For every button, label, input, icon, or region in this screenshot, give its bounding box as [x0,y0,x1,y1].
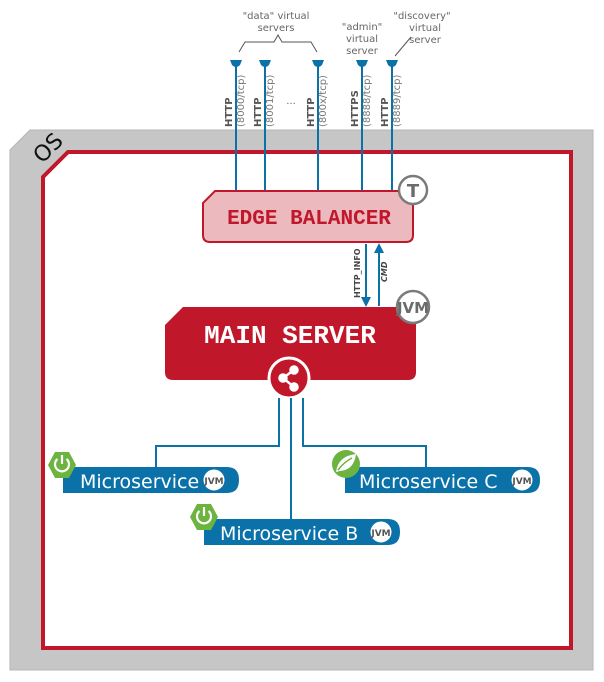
socket-icon[interactable] [386,60,398,67]
annotation-discovery-server: "discovery" virtual server [393,11,451,57]
connector-c [302,398,427,468]
microservice-a[interactable]: Microservice A JVM [48,452,239,493]
jvm-badge: JVM [395,289,431,325]
endpoint-protocol: HTTP [253,97,264,127]
endpoint-lines [235,62,393,192]
endpoint-protocol: HTTP [306,97,317,127]
endpoint-protocol: HTTPS [350,90,361,127]
jvm-badge: JVM [510,468,534,492]
endpoint-sockets [230,60,398,67]
microservice-a-label: Microservice A [80,471,218,493]
connector-a [155,398,280,468]
share-icon[interactable] [267,356,311,400]
endpoint-port: (8889/tcp) [392,75,403,127]
jvm-badge-label: JVM [370,529,390,539]
socket-icon[interactable] [312,60,324,67]
tomcat-badge: T [397,174,429,206]
socket-icon[interactable] [230,60,242,67]
microservice-b[interactable]: Microservice B JVM [190,504,400,545]
endpoint-port: (8000/tcp) [236,75,247,127]
annotation-admin-server: "admin" virtual server [342,22,383,57]
endpoint-port: (800x/tcp) [318,75,329,127]
annotation-line: virtual [346,34,378,45]
cmd-label: CMD [380,261,389,282]
microservice-c-label: Microservice C [359,471,498,493]
main-server-label: MAIN SERVER [204,321,376,351]
edge-balancer-label: EDGE BALANCER [227,208,391,231]
ellipsis: ... [286,96,296,107]
discovery-pointer [394,36,412,57]
data-servers-bracket [238,33,318,53]
annotation-data-servers: "data" virtual servers [238,11,318,53]
endpoint-port: (8001/tcp) [265,75,276,127]
edge-main-links: HTTP_INFO CMD [353,243,389,307]
jvm-badge-label: JVM [396,299,429,317]
socket-icon[interactable] [259,60,271,67]
http-info-label: HTTP_INFO [353,248,362,298]
socket-icon[interactable] [356,60,368,67]
jvm-badge: JVM [202,468,226,492]
annotation-line: "data" virtual [243,11,310,22]
endpoint-protocol: HTTP [380,97,391,127]
annotation-line: server [409,35,442,46]
spring-boot-power-icon [48,452,76,478]
annotation-line: servers [258,23,295,34]
spring-boot-power-icon [190,504,218,530]
jvm-badge: JVM [369,520,393,544]
host-frame [41,150,573,650]
main-server[interactable]: MAIN SERVER JVM [165,289,431,400]
microservice-b-label: Microservice B [220,523,358,545]
annotation-line: "admin" [342,22,383,33]
microservice-c[interactable]: Microservice C JVM [332,450,540,493]
endpoint-port: (8888/tcp) [362,75,373,127]
jvm-badge-label: JVM [203,477,223,487]
endpoint-protocol: HTTP [224,97,235,127]
spring-leaf-icon [332,450,360,478]
endpoint-labels: HTTP (8000/tcp) HTTP (8001/tcp) ... HTTP… [224,75,403,127]
annotation-line: server [346,46,379,57]
jvm-badge-label: JVM [511,477,531,487]
microservice-connectors [155,398,427,520]
annotation-line: virtual [409,23,441,34]
tomcat-badge-label: T [407,181,420,202]
annotation-line: "discovery" [393,11,450,22]
edge-balancer[interactable]: EDGE BALANCER T [202,174,429,243]
